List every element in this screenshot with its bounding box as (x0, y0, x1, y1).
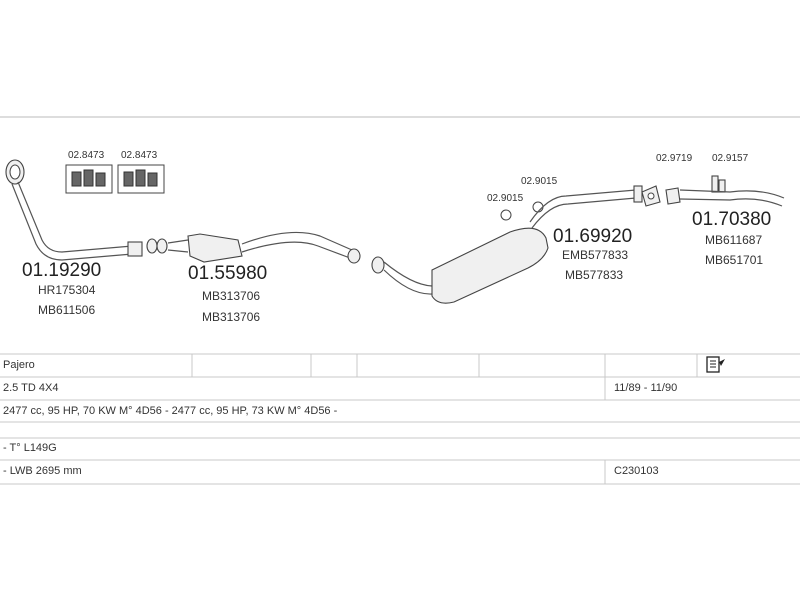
tail-pipe-ref2: MB651701 (705, 253, 763, 267)
front-pipe-ref1: HR175304 (38, 283, 96, 297)
hanger-number: 02.9157 (712, 153, 749, 164)
gasket[interactable] (641, 185, 661, 207)
kit-a-number: 02.8473 (68, 150, 105, 161)
kit-b-number: 02.8473 (121, 150, 158, 161)
center-muffler-ref1: MB313706 (202, 289, 260, 303)
mounting-kit-b[interactable] (117, 164, 165, 194)
reference-code: C230103 (614, 465, 659, 477)
tail-pipe[interactable] (665, 187, 785, 207)
center-muffler-number: 01.55980 (188, 263, 267, 284)
tail-pipe-ref1: MB611687 (705, 233, 762, 247)
front-pipe[interactable] (5, 159, 143, 261)
clamp-b-number: 02.9015 (521, 176, 558, 187)
wheelbase: - LWB 2695 mm (3, 465, 82, 477)
center-muffler-ref2: MB313706 (202, 310, 260, 324)
center-muffler[interactable] (146, 231, 361, 264)
tail-pipe-number: 01.70380 (692, 209, 771, 230)
notepad-icon[interactable] (706, 356, 725, 373)
rear-muffler-number: 01.69920 (553, 226, 632, 247)
spec-table-grid (0, 353, 800, 485)
front-pipe-number: 01.19290 (22, 260, 101, 281)
rear-muffler-ref1: EMB577833 (562, 248, 628, 262)
type-code: - T° L149G (3, 442, 57, 454)
hanger[interactable] (711, 175, 726, 193)
clamp-a[interactable] (500, 209, 512, 221)
clamp-b[interactable] (532, 201, 544, 213)
rear-muffler-ref2: MB577833 (565, 268, 623, 282)
rear-muffler[interactable] (371, 185, 643, 304)
front-pipe-ref2: MB611506 (38, 303, 95, 317)
production-years: 11/89 - 11/90 (614, 382, 678, 394)
engine-specs: 2477 cc, 95 HP, 70 KW M° 4D56 - 2477 cc,… (3, 405, 338, 417)
gasket-number: 02.9719 (656, 153, 693, 164)
clamp-a-number: 02.9015 (487, 193, 524, 204)
model-name: Pajero (3, 359, 35, 371)
engine-label: 2.5 TD 4X4 (3, 382, 59, 394)
mounting-kit-a[interactable] (65, 164, 113, 194)
